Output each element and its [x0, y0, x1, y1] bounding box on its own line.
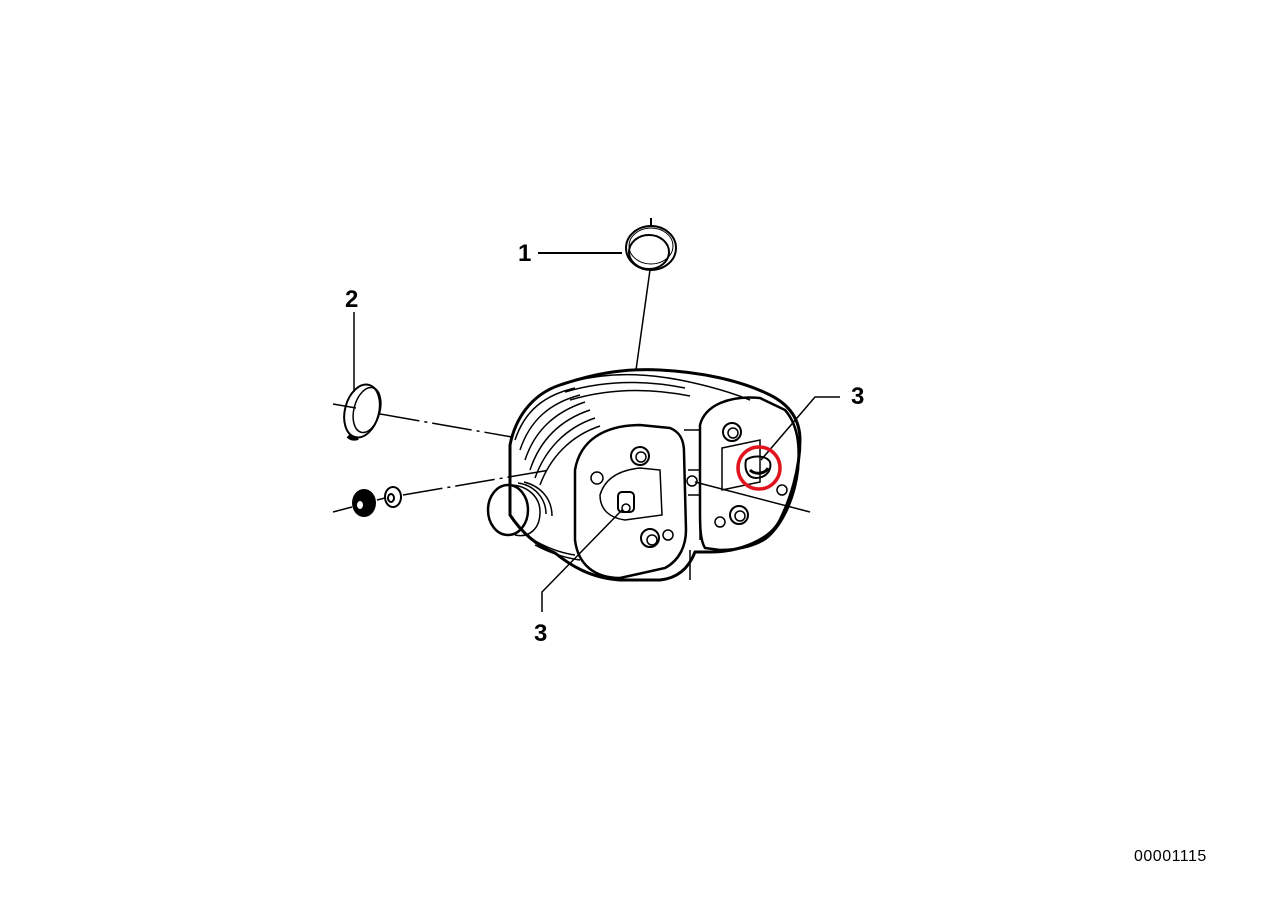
highlight-circle — [736, 445, 782, 491]
axis-line-1 — [635, 269, 651, 371]
ring-part-2 — [343, 383, 382, 441]
cylinder-head — [486, 368, 811, 582]
leader-line-3-right — [760, 396, 840, 461]
axis-line-2 — [332, 403, 357, 409]
callout-label-2: 2 — [345, 286, 359, 313]
ring-part-1 — [625, 218, 677, 271]
leader-line-3-left — [541, 509, 623, 612]
figure-id: 00001115 — [1134, 848, 1207, 865]
callout-label-3-left: 3 — [534, 620, 548, 647]
callout-label-3-right: 3 — [851, 383, 865, 410]
callout-label-1: 1 — [518, 240, 532, 267]
nut-and-washer — [332, 469, 551, 517]
